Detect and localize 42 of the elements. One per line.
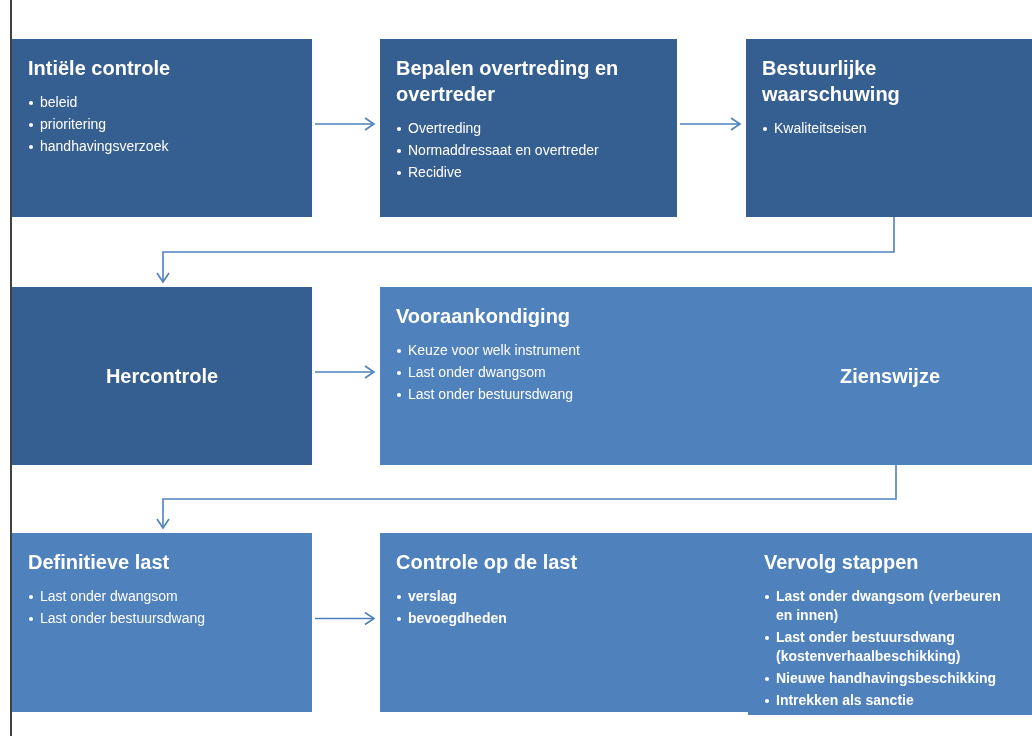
- box-heading: Definitieve last: [28, 550, 171, 575]
- bullet-item: Normaddressaat en overtreder: [396, 141, 661, 160]
- process-box: [748, 533, 1032, 715]
- process-box: [380, 533, 748, 712]
- box-heading: Zienswijze: [840, 364, 940, 389]
- bullet-item: Last onder dwangsom: [396, 363, 732, 382]
- bullet-item: Intrekken als sanctie: [764, 691, 1016, 710]
- bullet-item: Overtreding: [396, 119, 661, 138]
- arrow: [679, 117, 741, 131]
- bullet-item: Nieuwe handhavingsbeschikking: [764, 669, 1016, 688]
- bullet-item: Keuze voor welk instrument: [396, 341, 732, 360]
- arrow: [156, 464, 897, 529]
- arrow: [314, 611, 375, 626]
- arrow: [314, 365, 375, 379]
- box-heading: Bepalen overtreding en overtreder: [396, 56, 620, 107]
- bullet-item: Recidive: [396, 163, 661, 182]
- bullet-item: handhavingsverzoek: [28, 137, 296, 156]
- process-box: [746, 39, 1032, 217]
- box-heading: Vervolg stappen: [764, 550, 920, 575]
- bullet-item: bevoegdheden: [396, 609, 732, 628]
- arrow: [156, 216, 895, 283]
- process-box: [380, 287, 748, 465]
- box-heading: Intiële controle: [28, 56, 172, 81]
- bullet-item: Last onder bestuursdwang (kostenverhaalbeschikking): [764, 628, 1016, 666]
- box-heading: Hercontrole: [105, 364, 219, 389]
- arrow: [314, 117, 375, 131]
- box-heading: Vooraankondiging: [396, 304, 572, 329]
- bullet-item: Last onder bestuursdwang: [396, 385, 732, 404]
- process-box: [12, 533, 312, 712]
- bullet-item: beleid: [28, 93, 296, 112]
- box-heading: Controle op de last: [396, 550, 579, 575]
- bullet-item: Last onder dwangsom: [28, 587, 296, 606]
- bullet-item: verslag: [396, 587, 732, 606]
- process-box: [380, 39, 677, 217]
- process-box: [12, 39, 312, 217]
- bullet-item: Last onder dwangsom (verbeuren en innen): [764, 587, 1016, 625]
- bullet-item: Kwaliteitseisen: [762, 119, 1016, 138]
- process-box: [12, 287, 312, 465]
- process-box: [748, 287, 1032, 465]
- bullet-item: prioritering: [28, 115, 296, 134]
- box-heading: Bestuurlijke waarschuwing: [762, 56, 901, 107]
- bullet-item: Last onder bestuursdwang: [28, 609, 296, 628]
